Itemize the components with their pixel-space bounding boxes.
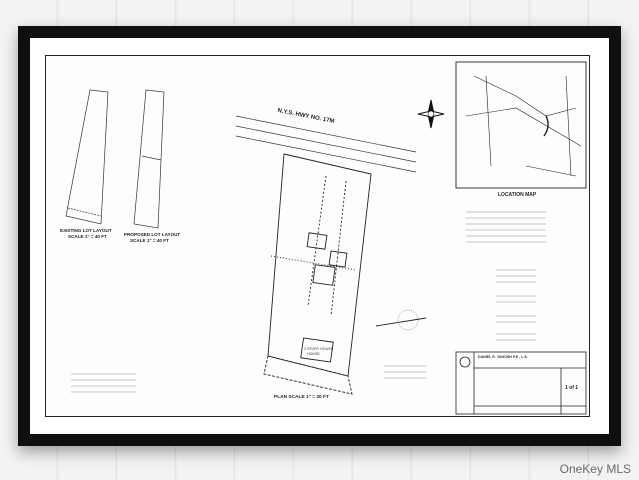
proposed-lot-layout-scale: SCALE 1" = 40 FT <box>130 238 169 243</box>
house-label: 2 STORY HOUSE <box>304 347 333 351</box>
survey-plan-sheet: N.Y.S. HWY NO. 17M EXISTING LOT LAYOUT S… <box>45 55 590 417</box>
sheet-number: 1 of 1 <box>565 385 579 391</box>
location-map-title: LOCATION MAP <box>498 192 537 198</box>
engineer-name: DANIEL R. YANOSH P.E., L.S. <box>478 355 528 359</box>
picture-frame: N.Y.S. HWY NO. 17M EXISTING LOT LAYOUT S… <box>18 26 621 446</box>
listing-watermark: OneKey MLS <box>559 462 631 476</box>
house-label-2: HOUSE <box>307 352 320 356</box>
existing-lot-layout-scale: SCALE 1" = 40 FT <box>68 234 107 239</box>
plan-scale-label: PLAN SCALE 1" = 20 FT <box>274 395 329 400</box>
frame-mat: N.Y.S. HWY NO. 17M EXISTING LOT LAYOUT S… <box>30 38 609 434</box>
proposed-lot-layout-title: PROPOSED LOT LAYOUT <box>124 232 181 237</box>
north-arrow-icon <box>417 99 445 129</box>
plan-drawing <box>65 61 587 415</box>
existing-lot-layout-title: EXISTING LOT LAYOUT <box>60 228 112 233</box>
